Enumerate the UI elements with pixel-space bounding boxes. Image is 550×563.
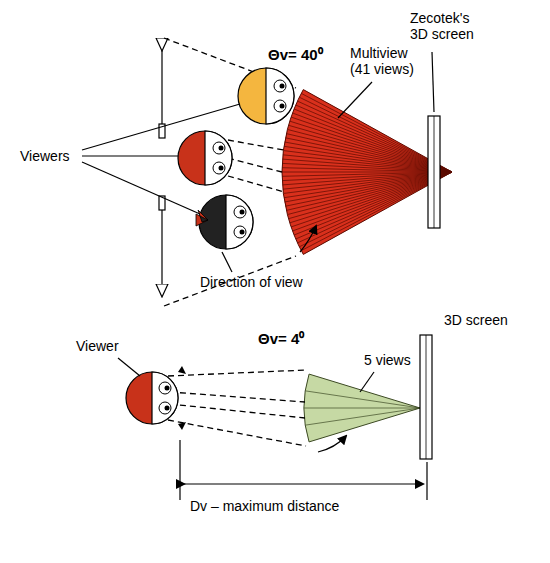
viewer-label: Viewer xyxy=(76,338,119,354)
distance-dimension xyxy=(180,440,427,500)
viewer-head-yellow xyxy=(238,68,294,124)
leader-line xyxy=(118,358,374,452)
multiview-fan xyxy=(282,90,452,255)
five-view-fan xyxy=(304,374,420,442)
sight-line xyxy=(164,38,296,306)
sight-line xyxy=(168,370,306,446)
leader-line xyxy=(82,52,434,272)
3d-screen xyxy=(428,116,440,228)
distance-label: Dv – maximum distance xyxy=(190,498,339,514)
3d-screen xyxy=(420,335,432,459)
angle-label: Θv= 40⁰ xyxy=(268,46,323,63)
viewer-head-red xyxy=(126,366,186,430)
multiview-label: Multiview (41 views) xyxy=(350,45,430,77)
angle-label: Θv= 4⁰ xyxy=(258,330,304,347)
viewer-head-black xyxy=(196,195,253,249)
viewer-head-red xyxy=(178,131,232,185)
viewers-label: Viewers xyxy=(20,148,70,164)
screen-label: Zecotek's 3D screen xyxy=(410,10,488,42)
views-label: 5 views xyxy=(364,352,411,368)
direction-label: Direction of view xyxy=(200,274,303,290)
movement-arrow xyxy=(159,50,165,296)
screen-label: 3D screen xyxy=(444,312,508,328)
